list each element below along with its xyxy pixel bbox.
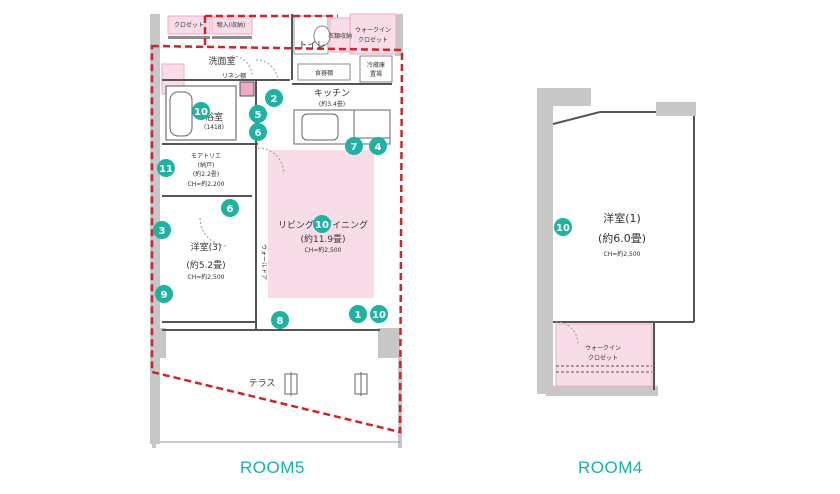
svg-text:9: 9 (161, 290, 168, 301)
svg-text:3: 3 (159, 226, 166, 237)
living-ch: CH=約2,500 (305, 246, 342, 254)
linen-shelf-box (239, 81, 255, 97)
svg-text:11: 11 (159, 164, 173, 175)
svg-text:2: 2 (271, 94, 278, 105)
west-room-name: 洋室(3) (191, 241, 222, 253)
room4-caption: ROOM4 (578, 458, 643, 477)
stove (353, 109, 391, 139)
walkin-closet-label-2: クロゼット (358, 36, 388, 44)
room5-caption: ROOM5 (240, 458, 305, 477)
room4-room-size: (約6.0畳) (598, 231, 646, 245)
marker-10-corner: 10 (370, 305, 388, 323)
marker-8: 8 (271, 311, 289, 329)
fridge-space (359, 55, 393, 83)
terrace-west-wall (152, 358, 156, 448)
linen-shelf-label: リネン棚 (222, 72, 246, 80)
svg-text:10: 10 (556, 223, 570, 234)
room4-walkin-closet (555, 323, 653, 387)
terrace-east-wall (398, 358, 402, 448)
atelier-size: (約2.2畳) (193, 170, 219, 178)
marker-1: 1 (349, 305, 367, 323)
room4-north-wall (537, 88, 591, 106)
svg-text:6: 6 (255, 128, 262, 139)
room4-marker-10: 10 (554, 218, 572, 236)
svg-text:10: 10 (315, 220, 329, 231)
marker-4: 4 (369, 137, 387, 155)
svg-text:6: 6 (227, 204, 234, 215)
marker-7: 7 (345, 137, 363, 155)
kitchen-size: (約3.4畳) (319, 100, 345, 108)
room4-plan: 洋室(1) (約6.0畳) CH=約2,500 ウォークイン クロゼット 10 (537, 88, 696, 396)
svg-text:10: 10 (194, 107, 208, 118)
kitchen-name: キッチン (314, 88, 350, 99)
svg-text:5: 5 (255, 110, 262, 121)
svg-text:10: 10 (372, 310, 386, 321)
svg-text:4: 4 (375, 142, 382, 153)
fridge-label-2: 置場 (370, 70, 382, 78)
bath-size: (1418) (204, 124, 224, 131)
terrace-label: テラス (249, 378, 276, 389)
svg-text:1: 1 (355, 310, 362, 321)
marker-9: 9 (155, 285, 173, 303)
living-size: (約11.9畳) (300, 233, 345, 245)
wardrobe-label: 衣類収納 (328, 32, 352, 40)
room4-west-wall (537, 88, 553, 394)
unit-boundary (150, 44, 404, 434)
west-room-size: (約5.2畳) (186, 259, 225, 271)
marker-10-living: 10 (313, 215, 331, 233)
bathtub (169, 91, 193, 137)
cupboard-label: 食器棚 (315, 69, 333, 77)
room5-plan: クロゼット 物入(収納) トイレ ウォークイン クロゼット 衣類収納 洗面室 リ… (150, 13, 404, 448)
atelier-sub: (納戸) (198, 161, 215, 169)
partition-label: ウォールドア (260, 244, 268, 280)
room4-room-ch: CH=約2,500 (604, 250, 641, 258)
top-storage-label: 物入(収納) (217, 21, 246, 29)
marker-6-lower: 6 (221, 199, 239, 217)
cupboard (297, 63, 351, 81)
atelier-ch: CH=約2,200 (188, 180, 225, 188)
atelier-name: モアトリエ (191, 153, 221, 160)
walkin-closet-label-1: ウォークイン (355, 26, 391, 34)
west-pillar (152, 328, 166, 358)
top-closet-label: クロゼット (174, 21, 204, 29)
svg-text:8: 8 (277, 316, 284, 327)
washroom-label: 洗面室 (208, 55, 235, 67)
marker-5: 5 (249, 105, 267, 123)
walkin-closet (349, 13, 397, 55)
marker-10-bath: 10 (192, 102, 210, 120)
marker-11: 11 (157, 159, 175, 177)
east-wall-top (395, 14, 403, 56)
toilet-label: トイレ (298, 41, 325, 51)
room4-closet-label-2: クロゼット (588, 354, 618, 362)
east-pillar (378, 328, 400, 358)
room4-room-name: 洋室(1) (603, 211, 641, 225)
toilet-bowl (313, 25, 331, 47)
west-room-ch: CH=約2,500 (188, 273, 225, 281)
room4-closet-label-1: ウォークイン (585, 344, 621, 352)
bath-name: 浴室 (205, 111, 223, 123)
marker-2: 2 (265, 89, 283, 107)
fridge-label-1: 冷蔵庫 (367, 61, 385, 69)
marker-3: 3 (153, 221, 171, 239)
marker-6-upper: 6 (249, 123, 267, 141)
top-closet (167, 15, 211, 35)
svg-text:7: 7 (351, 142, 358, 153)
kitchen-sink (301, 113, 339, 141)
